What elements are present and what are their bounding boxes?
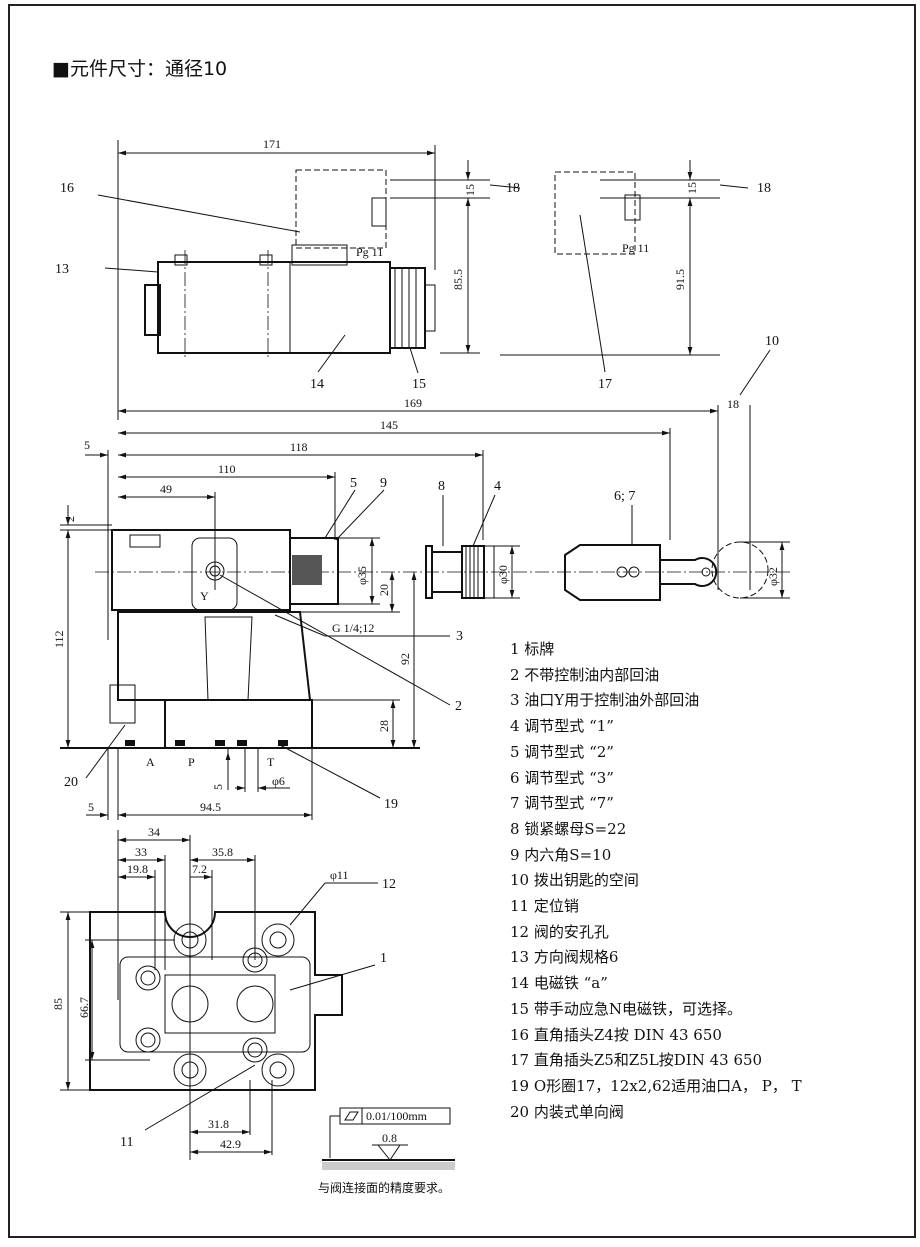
callout-20: 20 bbox=[64, 775, 78, 790]
legend-item: 8 锁紧螺母S=22 bbox=[510, 819, 627, 838]
legend-item: 14 电磁铁 “a” bbox=[510, 974, 608, 993]
dim-118: 118 bbox=[290, 440, 308, 454]
dim-33: 33 bbox=[135, 845, 147, 859]
pg11-label: Pg 11 bbox=[356, 245, 383, 259]
callout-10: 10 bbox=[765, 334, 779, 349]
port-y-label: Y bbox=[200, 589, 209, 603]
callout-15: 15 bbox=[412, 377, 426, 392]
dim-15-right: 15 bbox=[685, 182, 699, 194]
port-t-label: T bbox=[267, 755, 275, 769]
legend-item: 4 调节型式 “1” bbox=[510, 717, 614, 736]
dim-171: 171 bbox=[263, 137, 281, 151]
callout-14: 14 bbox=[310, 377, 324, 392]
dim-91-5: 91.5 bbox=[673, 269, 687, 290]
dim-85-5: 85.5 bbox=[451, 269, 465, 290]
legend-item: 7 调节型式 “7” bbox=[510, 794, 614, 813]
dim-phi32: φ32 bbox=[766, 567, 780, 586]
legend-item: 2 不带控制油内部回油 bbox=[510, 665, 660, 684]
callout-9: 9 bbox=[380, 476, 387, 491]
callout-16: 16 bbox=[60, 181, 74, 196]
surface-note: 与阀连接面的精度要求。 bbox=[318, 1180, 450, 1195]
top-view: 15 85.5 171 Pg 11 16 13 14 15 18 15 91.5… bbox=[55, 137, 779, 420]
port-p-label: P bbox=[188, 755, 195, 769]
dim-31-8: 31.8 bbox=[208, 1117, 229, 1131]
callout-18-right: 18 bbox=[757, 181, 771, 196]
dim-15: 15 bbox=[463, 184, 477, 196]
legend-item: 1 标牌 bbox=[510, 640, 555, 658]
dim-5-oring: 5 bbox=[211, 784, 225, 790]
drawing-frame bbox=[8, 4, 916, 1238]
callout-11: 11 bbox=[120, 1135, 133, 1150]
dim-110: 110 bbox=[218, 462, 236, 476]
bottom-view: 34 33 35.8 19.8 7.2 85 66.7 31.8 42.9 φ1… bbox=[51, 825, 396, 1160]
callout-12: 12 bbox=[382, 877, 396, 892]
dim-phi11: φ11 bbox=[330, 868, 348, 882]
roughness-value: 0.8 bbox=[382, 1131, 397, 1145]
legend-item: 17 直角插头Z5和Z5L按DIN 43 650 bbox=[510, 1051, 763, 1070]
legend-item: 3 油口Y用于控制油外部回油 bbox=[510, 691, 700, 710]
callout-1: 1 bbox=[380, 951, 387, 966]
legend-item: 13 方向阀规格6 bbox=[510, 948, 619, 967]
dim-145: 145 bbox=[380, 418, 398, 432]
dim-112: 112 bbox=[52, 630, 66, 648]
callout-6-7: 6; 7 bbox=[614, 489, 635, 504]
callout-2: 2 bbox=[455, 699, 462, 714]
dim-phi30: φ30 bbox=[496, 565, 510, 584]
dim-7-2: 7.2 bbox=[192, 862, 207, 876]
dim-42-9: 42.9 bbox=[220, 1137, 241, 1151]
callout-5: 5 bbox=[350, 476, 357, 491]
legend-item: 5 调节型式 “2” bbox=[510, 742, 614, 761]
dim-19-8: 19.8 bbox=[127, 862, 148, 876]
callout-8: 8 bbox=[438, 479, 445, 494]
dim-94-5: 94.5 bbox=[200, 800, 221, 814]
dim-35-8: 35.8 bbox=[212, 845, 233, 859]
callout-17: 17 bbox=[598, 377, 612, 392]
callout-13: 13 bbox=[55, 262, 69, 277]
flatness-value: 0.01/100mm bbox=[366, 1109, 428, 1123]
dim-18: 18 bbox=[727, 397, 739, 411]
legend-item: 12 阀的安孔孔 bbox=[510, 922, 609, 941]
dim-92: 92 bbox=[398, 653, 412, 665]
dim-2: 2 bbox=[63, 516, 77, 522]
side-view: 169 145 118 110 49 5 18 Y 2 112 φ35 bbox=[52, 396, 790, 820]
dim-66-7: 66.7 bbox=[77, 997, 91, 1018]
legend-item: 11 定位销 bbox=[510, 897, 579, 916]
legend-item: 9 内六角S=10 bbox=[510, 845, 612, 864]
legend-item: 10 拨出钥匙的空间 bbox=[510, 871, 639, 890]
callout-19: 19 bbox=[384, 797, 398, 812]
dim-phi35: φ35 bbox=[355, 566, 369, 585]
dim-49: 49 bbox=[160, 482, 172, 496]
legend-item: 15 带手动应急N电磁铁，可选择。 bbox=[510, 999, 742, 1018]
page-title: ■元件尺寸：通径10 bbox=[52, 58, 228, 80]
dim-5-bottom: 5 bbox=[88, 800, 94, 814]
pg11-label-right: Pg 11 bbox=[622, 241, 649, 255]
dim-5-top: 5 bbox=[84, 438, 90, 452]
dim-85: 85 bbox=[51, 998, 65, 1010]
legend-item: 19 O形圈17，12x2,62适用油口A， P， T bbox=[510, 1076, 802, 1095]
legend-item: 20 内装式单向阀 bbox=[510, 1102, 624, 1121]
parts-legend: 1 标牌 2 不带控制油内部回油 3 油口Y用于控制油外部回油 4 调节型式 “… bbox=[510, 637, 802, 1125]
callout-18: 18 bbox=[506, 181, 520, 196]
dim-28: 28 bbox=[377, 720, 391, 732]
port-a-label: A bbox=[146, 755, 155, 769]
surface-spec: 0.01/100mm 0.8 与阀连接面的精度要求。 bbox=[318, 1107, 455, 1195]
dim-phi6: φ6 bbox=[272, 774, 285, 788]
thread-g14-label: G 1/4;12 bbox=[332, 621, 374, 635]
legend-item: 16 直角插头Z4按 DIN 43 650 bbox=[510, 1025, 722, 1044]
callout-3: 3 bbox=[456, 629, 463, 644]
callout-4: 4 bbox=[494, 479, 501, 494]
dim-169: 169 bbox=[404, 396, 422, 410]
legend-item: 6 调节型式 “3” bbox=[510, 768, 614, 787]
dim-20: 20 bbox=[377, 584, 391, 596]
dim-34: 34 bbox=[148, 825, 160, 839]
